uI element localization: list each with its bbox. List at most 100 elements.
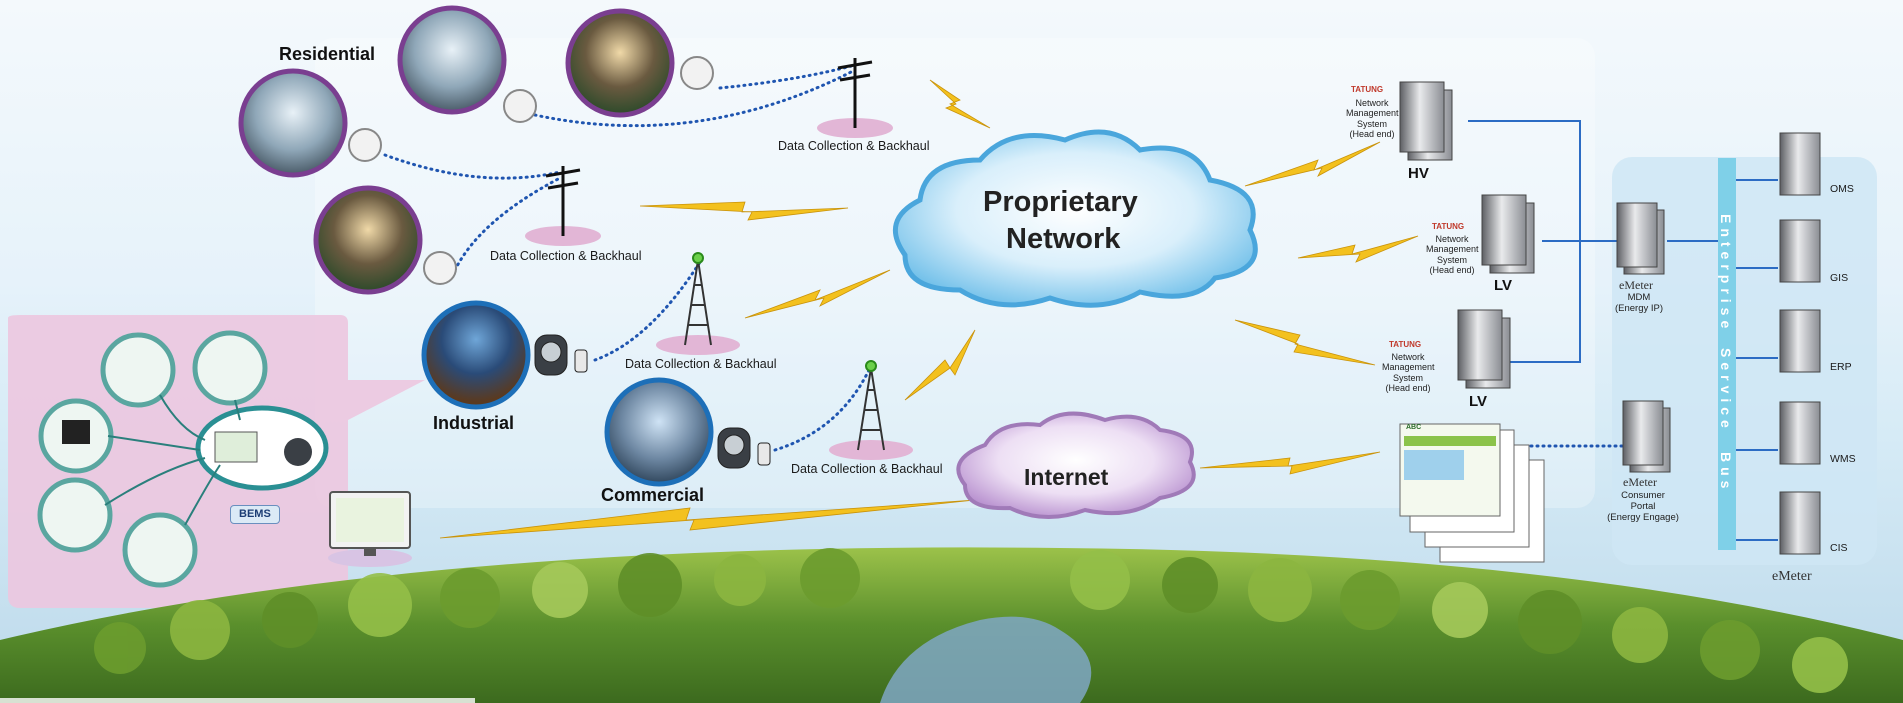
pole-residential-top: [817, 58, 893, 138]
bems-device-panel-1: [37, 477, 113, 553]
internet-title: Internet: [1024, 464, 1109, 490]
desc-line: Network: [1391, 352, 1425, 362]
backhaul-label: Data Collection & Backhaul: [791, 462, 943, 476]
lightning-bolt: [929, 79, 991, 129]
desc-line: (Energy IP): [1614, 302, 1664, 314]
wms-label: WMS: [1830, 453, 1856, 465]
pole-residential-bottom: [525, 166, 601, 246]
meter-link: [773, 366, 872, 452]
proprietary-network-cloud: [893, 129, 1258, 308]
desc-line: Management: [1426, 244, 1479, 255]
smart-meters: [348, 56, 714, 285]
server-wms: [1779, 401, 1821, 465]
desc-line: System: [1356, 118, 1387, 129]
industrial-meter: [534, 334, 588, 376]
lightning-bolt: [1297, 235, 1419, 263]
server-oms: [1779, 132, 1821, 196]
enterprise-servers: [1779, 132, 1821, 555]
bems-device-panel-2: [122, 512, 198, 588]
bus-word-bus: Bus: [1718, 452, 1734, 494]
oms-label: OMS: [1830, 183, 1854, 195]
meter-link: [718, 63, 857, 90]
bems-device-ac: [100, 332, 176, 408]
server-cis: [1779, 491, 1821, 555]
tower-commercial: [829, 360, 913, 460]
head-end-description: Network Management System (Head end): [1346, 98, 1399, 140]
gis-label: GIS: [1830, 272, 1849, 284]
meter-icon: [423, 251, 457, 285]
proprietary-network-subtitle: Network: [1006, 223, 1121, 255]
meter-icon: [348, 128, 382, 162]
lightning-bolt: [904, 329, 976, 401]
bus-word-enterprise: Enterprise: [1718, 214, 1734, 334]
desc-line: (Head end): [1429, 265, 1475, 276]
tatung-logo: TATUNG: [1432, 222, 1465, 231]
desc-line: System: [1392, 372, 1423, 383]
bems-badge: BEMS: [230, 505, 280, 524]
house-photo-1: [397, 5, 507, 115]
lv-label: LV: [1494, 277, 1513, 294]
commercial-photo: [604, 377, 714, 487]
lightning-bolt: [1234, 319, 1376, 366]
bems-links: [104, 394, 241, 526]
desc-line: Management: [1346, 108, 1399, 119]
bus-word-service: Service: [1718, 348, 1734, 433]
server-hv-head-end: [1399, 81, 1453, 161]
industrial-photo: [421, 300, 531, 410]
commercial-label: Commercial: [601, 485, 705, 505]
bems-devices: [37, 330, 329, 588]
meter-links: [383, 63, 1642, 452]
desc-line: (Energy Engage): [1607, 511, 1679, 523]
desc-line: Portal: [1630, 500, 1656, 512]
house-photo-2: [565, 8, 675, 118]
tree-canopy: [94, 548, 1848, 693]
desc-line: Network: [1435, 234, 1469, 244]
web-page-logo: ABC: [1406, 424, 1422, 431]
bems-hub: [195, 405, 329, 491]
server-lv-head-end-1: [1481, 194, 1535, 274]
footer-strip: [0, 698, 475, 703]
erp-label: ERP: [1830, 361, 1852, 373]
residential-label: Residential: [279, 44, 376, 64]
emeter-footer-logo: eMeter: [1772, 569, 1812, 584]
cis-label: CIS: [1830, 542, 1848, 554]
meter-link: [453, 176, 562, 272]
lightning-bolt: [639, 201, 849, 221]
server-gis: [1779, 219, 1821, 283]
portal-description: Consumer Portal (Energy Engage): [1601, 490, 1685, 524]
backhaul-label: Data Collection & Backhaul: [625, 357, 777, 371]
server-erp: [1779, 309, 1821, 373]
commercial-meter: [717, 427, 771, 469]
head-end-description: Network Management System (Head end): [1426, 234, 1479, 276]
lightning-bolt: [744, 269, 891, 319]
mdm-description: MDM (Energy IP): [1606, 292, 1672, 315]
head-end-description: Network Management System (Head end): [1382, 352, 1435, 393]
house-photo-4: [313, 185, 423, 295]
bems-device-switch: [192, 330, 268, 406]
internet-cloud: [956, 411, 1196, 520]
desc-line: Management: [1382, 362, 1435, 373]
web-portal-pages: [1399, 423, 1545, 563]
lightning-bolt: [1199, 451, 1381, 475]
emeter-logo: eMeter: [1619, 278, 1653, 292]
desc-line: (Head end): [1349, 129, 1395, 140]
enterprise-service-bus: [1718, 158, 1736, 550]
backbone-lines: [1468, 120, 1778, 541]
lv-label: LV: [1469, 393, 1488, 410]
lightning-bolt: [1244, 141, 1381, 187]
meter-icon: [680, 56, 714, 90]
industrial-label: Industrial: [433, 413, 515, 433]
proprietary-network-title: Proprietary: [983, 186, 1138, 218]
meter-link: [593, 260, 702, 362]
house-photo-3: [238, 68, 348, 178]
server-lv-head-end-2: [1457, 309, 1511, 389]
river: [880, 616, 1092, 703]
hv-label: HV: [1408, 165, 1429, 182]
server-consumer-portal: [1622, 400, 1671, 473]
desc-line: MDM: [1627, 292, 1651, 303]
backhaul-label: Data Collection & Backhaul: [490, 249, 642, 263]
desc-line: System: [1436, 254, 1467, 265]
emeter-logo: eMeter: [1623, 475, 1657, 489]
